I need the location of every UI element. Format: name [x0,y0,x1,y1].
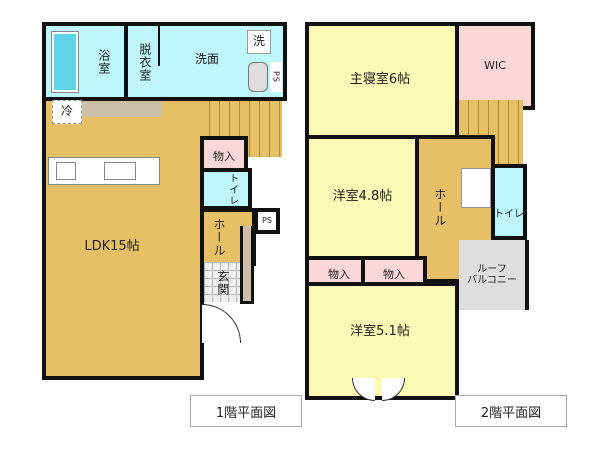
western-4-8 [305,135,419,260]
wall [158,26,160,66]
floor1-caption: 1階平面図 [190,395,302,427]
master-label: 主寝室6帖 [349,71,411,87]
ps-top-label: PS [270,62,282,92]
shoe-cabinet [240,226,254,304]
ldk-room [42,95,204,380]
bath-label: 浴室 [96,49,111,75]
washbasin-2f [461,168,491,208]
entrance-label: 玄関 [215,270,230,296]
wall [124,26,128,97]
entrance-tiles [204,262,240,302]
bathtub [51,31,79,93]
toilet-2f-label: トイレ [494,209,524,221]
wic: WIC [455,22,535,110]
stove-icon [56,162,76,180]
fridge-label: 冷 [52,100,82,124]
sink-icon [248,62,268,92]
kitchen-sink-icon [104,162,136,180]
cabinet [82,101,162,117]
toilet-2f [491,164,527,240]
ldk-label: LDK15帖 [84,238,140,254]
floor1-plan: 浴室 脱衣室 洗面 洗 PS 冷 物入 トイレ ホール PS 玄関 LDK15帖 [42,22,287,380]
washer-label: 洗 [247,30,271,54]
floor2-caption: 2階平面図 [455,395,567,427]
western51-label: 洋室5.1帖 [350,323,410,339]
floor2-plan: 主寝室6帖 WIC ホール 洋室4.8帖 トイレ ルーフ バルコニー 物入 物入… [305,22,535,400]
dressing-label: 脱衣室 [137,42,152,82]
washroom-label: 洗面 [194,52,219,67]
ps-label: PS [254,208,280,234]
hall-1f-label: ホール [211,217,226,257]
roof-balcony: ルーフ バルコニー [459,240,529,310]
toilet-1f-label: トイレ [226,172,238,206]
western48-label: 洋室4.8帖 [332,188,393,204]
wet-area [42,22,287,101]
hall-2f-label: ホール [432,187,447,227]
balcony-label: ルーフ バルコニー [467,263,517,287]
